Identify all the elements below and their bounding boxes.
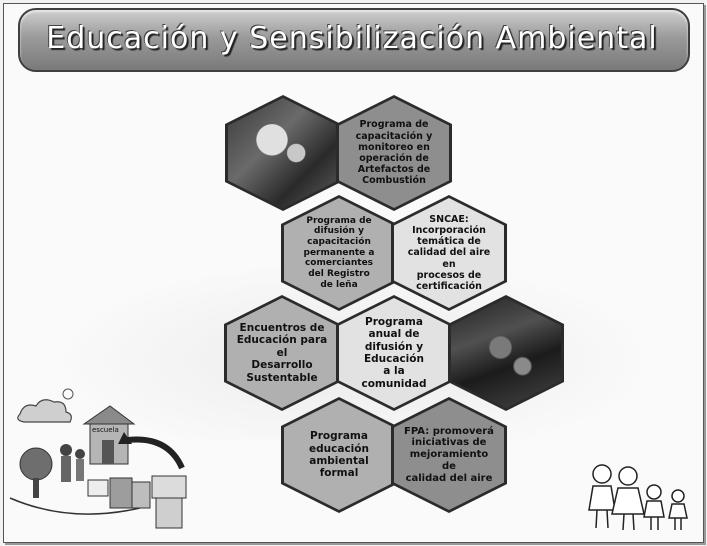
hexagon-registro-lena: Programa de difusión y capacitación perm…: [281, 195, 397, 311]
photo-person-image: [228, 98, 338, 208]
slide-title: Educación y Sensibilización Ambiental: [46, 20, 658, 56]
hexagon-educacion-formal: Programa educación ambiental formal: [281, 397, 397, 513]
school-environment-illustration: escuela: [9, 388, 187, 529]
hexagon-registro-lena-text: Programa de difusión y capacitación perm…: [303, 215, 375, 290]
hexagon-sncae: SNCAE: Incorporación temática de calidad…: [391, 195, 507, 311]
hexagon-sncae-text: SNCAE: Incorporación temática de calidad…: [407, 213, 491, 292]
title-banner: [18, 8, 690, 72]
hexagon-encuentros: Encuentros de Educación para el Desarrol…: [224, 295, 340, 411]
photo-hexagon-vegetation: [448, 295, 564, 411]
hexagon-fpa: FPA: promoverá iniciativas de mejoramien…: [391, 397, 507, 513]
school-sign-text: escuela: [92, 426, 119, 434]
hexagon-capacitacion-artefactos-text: Programa de capacitación y monitoreo en …: [355, 119, 433, 187]
photo-vegetation-image: [451, 298, 561, 408]
hexagon-programa-anual: Programa anual de difusión y Educación a…: [336, 295, 452, 411]
hexagon-capacitacion-artefactos: Programa de capacitación y monitoreo en …: [336, 95, 452, 211]
hexagon-programa-anual-text: Programa anual de difusión y Educación a…: [361, 315, 427, 390]
hexagon-fpa-text: FPA: promoverá iniciativas de mejoramien…: [404, 425, 494, 484]
hexagon-encuentros-text: Encuentros de Educación para el Desarrol…: [236, 322, 328, 384]
hexagon-educacion-formal-text: Programa educación ambiental formal: [309, 430, 369, 480]
family-illustration: [588, 464, 688, 531]
